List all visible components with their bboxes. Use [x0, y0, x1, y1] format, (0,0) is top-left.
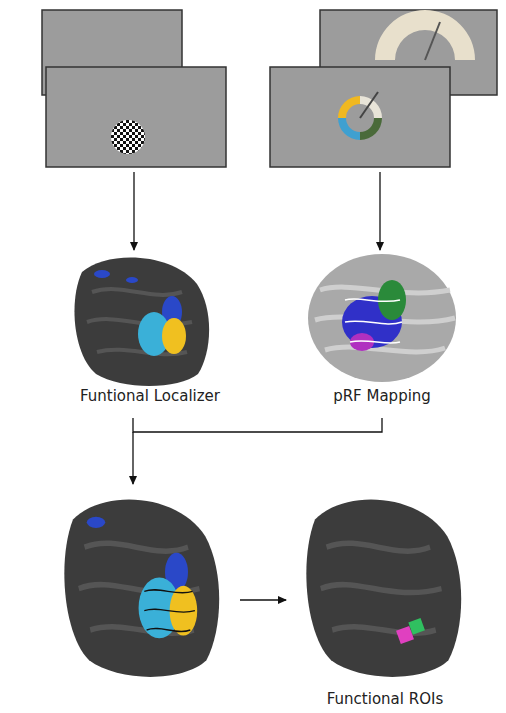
stimulus-ring [375, 10, 475, 60]
caption-label: Funtional Localizer [78, 387, 222, 405]
arrow [133, 172, 134, 250]
localizer-brain [74, 257, 209, 386]
checkerboard [111, 120, 145, 154]
roi-patch [408, 618, 425, 635]
roi-brain [306, 499, 461, 676]
caption-label: Functional ROIs [325, 690, 445, 708]
arrow [379, 172, 380, 250]
caption-label: pRF Mapping [331, 387, 433, 405]
merge-line [133, 418, 382, 432]
prf-brain [308, 254, 456, 382]
arrow [132, 432, 133, 484]
combined-brain [64, 499, 219, 676]
arrow [240, 599, 286, 600]
screen [270, 67, 450, 167]
needle [425, 22, 440, 60]
screen [46, 67, 226, 167]
bar-ring-stimulus [338, 92, 382, 140]
